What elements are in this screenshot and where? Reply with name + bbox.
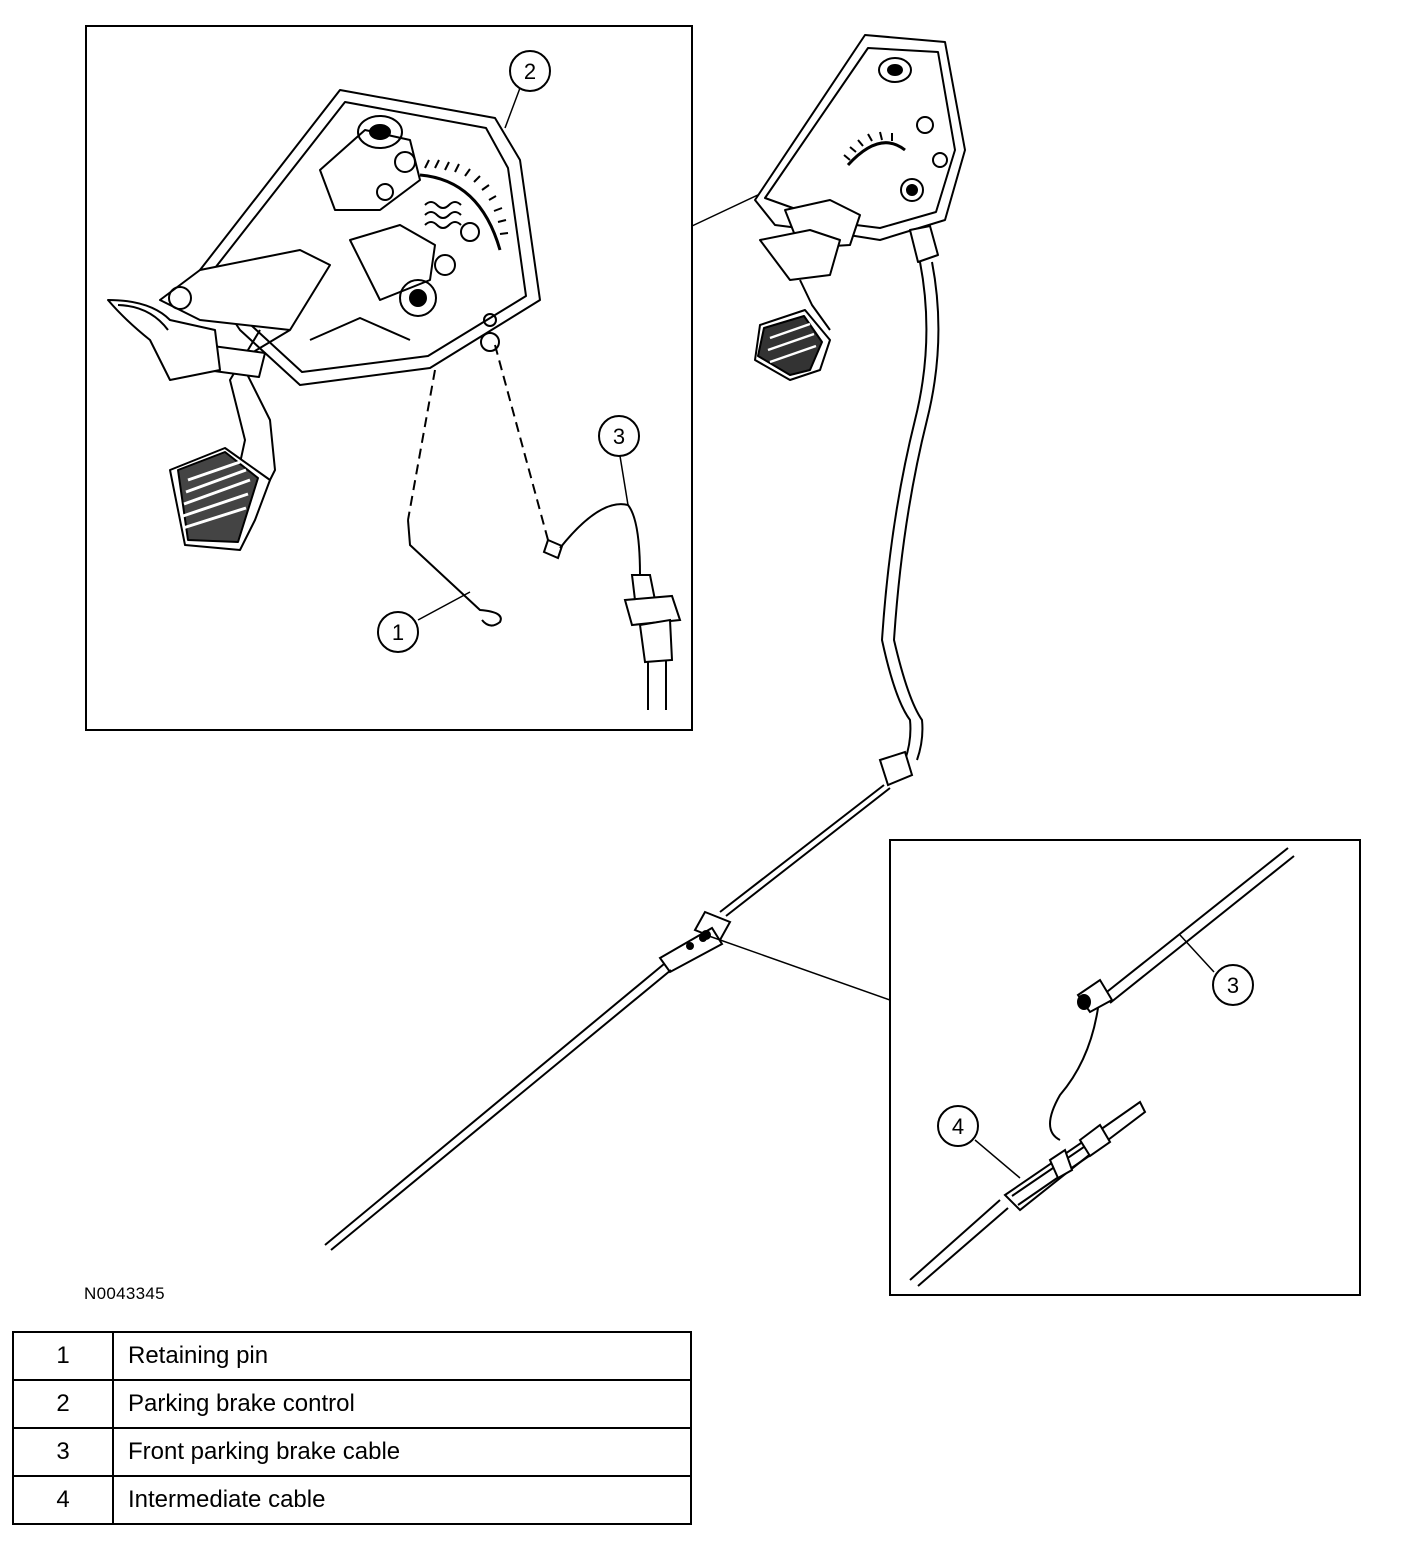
detail-inset-frame-top: [85, 25, 693, 731]
legend-number: 2: [12, 1379, 114, 1429]
leader-line-bottom: [705, 934, 891, 1001]
callout-3-bottom: 3: [1179, 934, 1254, 1006]
legend-number: 3: [12, 1427, 114, 1477]
legend-row: 2 Parking brake control: [12, 1379, 692, 1429]
callout-2-label: 2: [524, 59, 536, 84]
cable-connection-detail: [909, 847, 1295, 1287]
parking-brake-diagram: 2 3 1: [85, 25, 1361, 1296]
callout-3-bottom-label: 3: [1227, 973, 1239, 998]
legend-row: 3 Front parking brake cable: [12, 1427, 692, 1477]
legend-row: 1 Retaining pin: [12, 1331, 692, 1381]
parking-brake-control-detail: [107, 89, 541, 551]
legend-table: 1 Retaining pin 2 Parking brake control …: [12, 1331, 692, 1525]
legend-row: 4 Intermediate cable: [12, 1475, 692, 1525]
callout-2: 2: [504, 50, 551, 129]
legend-label: Retaining pin: [112, 1331, 692, 1381]
intermediate-cable-overview: [324, 926, 724, 1251]
callout-4-label: 4: [952, 1114, 964, 1139]
legend-number: 4: [12, 1475, 114, 1525]
front-cable-end-detail: [494, 344, 682, 710]
legend-label: Intermediate cable: [112, 1475, 692, 1525]
legend-number: 1: [12, 1331, 114, 1381]
callout-1-label: 1: [392, 620, 404, 645]
callout-3-top-label: 3: [613, 424, 625, 449]
callout-4: 4: [937, 1105, 1021, 1179]
parking-brake-assembly-overview: [754, 34, 966, 381]
detail-inset-frame-bottom: [889, 839, 1361, 1296]
legend-label: Parking brake control: [112, 1379, 692, 1429]
figure-id: N0043345: [84, 1284, 165, 1303]
legend-label: Front parking brake cable: [112, 1427, 692, 1477]
retaining-pin: [407, 369, 502, 627]
callout-1: 1: [377, 591, 471, 653]
callout-3-top: 3: [598, 415, 640, 506]
